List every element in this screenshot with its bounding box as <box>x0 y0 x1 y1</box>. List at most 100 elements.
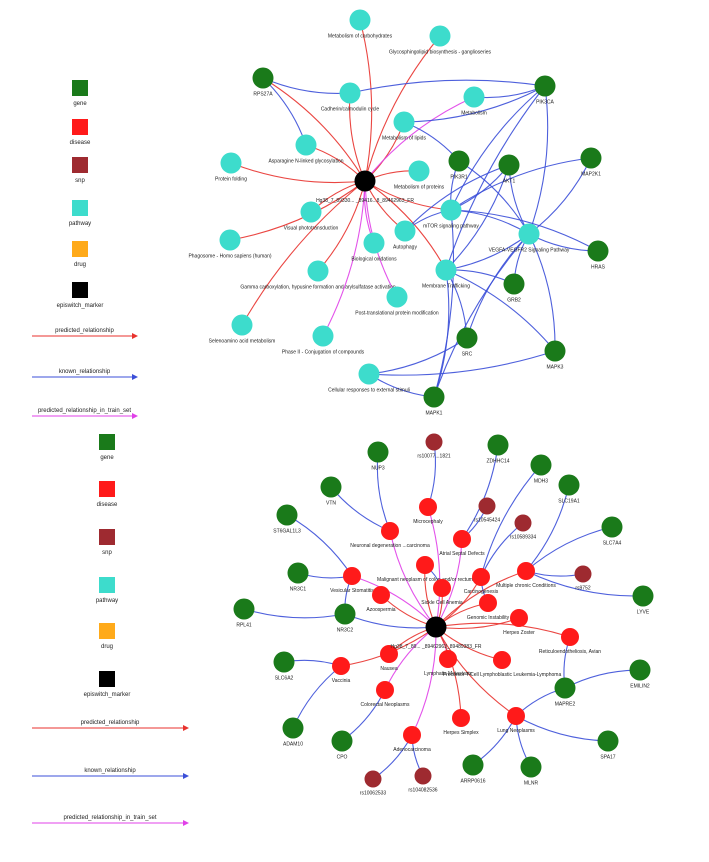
edge-known-vtn-neuro <box>330 486 391 532</box>
node-gene-zdhhc14[interactable] <box>487 434 509 456</box>
node-pathway-mtor[interactable] <box>440 199 462 221</box>
node-gene-slc6a2[interactable] <box>273 651 295 673</box>
node-gene-mdh3[interactable] <box>530 454 552 476</box>
edge-predicted-lung-center <box>435 626 517 717</box>
node-gene-cpo[interactable] <box>331 730 353 752</box>
node-label-phase2: Phase II - Conjugation of compounds <box>282 350 365 356</box>
node-snp-rs3[interactable] <box>514 514 532 532</box>
node-disease-sickle[interactable] <box>433 579 451 597</box>
node-gene-lyve[interactable] <box>632 585 654 607</box>
node-label-bio-oxid: Biological oxidations <box>351 257 397 263</box>
node-pathway-membrane[interactable] <box>435 259 457 281</box>
node-gene-grb2[interactable] <box>503 273 525 295</box>
node-gene-pik3r1[interactable] <box>448 150 470 172</box>
node-gene-slc19a1[interactable] <box>558 474 580 496</box>
edge-known-mapk3-membrane <box>445 269 556 352</box>
node-snp-rs2[interactable] <box>478 497 496 515</box>
node-label-asd: Atrial Septal Defects <box>439 551 485 557</box>
edge-train-vesicular-center <box>351 575 437 628</box>
node-label-malignant: Malignant neoplasm of colon and/or rectu… <box>377 577 473 583</box>
node-gene-slc7a4[interactable] <box>601 516 623 538</box>
node-gene-arr3[interactable] <box>462 754 484 776</box>
node-gene-emilin2[interactable] <box>629 659 651 681</box>
edge-predicted-phagosome-center <box>229 180 366 241</box>
node-pathway-metab-carb[interactable] <box>349 9 371 31</box>
node-disease-neuro[interactable] <box>381 522 399 540</box>
node-gene-rpl41[interactable] <box>233 598 255 620</box>
edge-train-microcephaly-center <box>427 506 441 628</box>
node-gene-map2k1[interactable] <box>580 147 602 169</box>
node-gene-vtn[interactable] <box>320 476 342 498</box>
node-snp-rs5[interactable] <box>364 770 382 788</box>
node-disease-vaccinia[interactable] <box>332 657 350 675</box>
legend-edge-label-known-relationship: known_relationship <box>84 768 136 774</box>
node-episwitch-marker-center[interactable] <box>354 170 376 192</box>
node-disease-reticulo[interactable] <box>561 628 579 646</box>
node-disease-lymphatic[interactable] <box>439 650 457 668</box>
node-disease-herpes-simplex[interactable] <box>452 709 470 727</box>
node-gene-st6gal1[interactable] <box>276 504 298 526</box>
node-snp-rs4[interactable] <box>574 565 592 583</box>
legend-label-disease: disease <box>70 140 91 146</box>
node-gene-spa17[interactable] <box>597 730 619 752</box>
node-gene-adam10[interactable] <box>282 717 304 739</box>
node-pathway-visual[interactable] <box>300 201 322 223</box>
node-episwitch-marker-center[interactable] <box>425 616 447 638</box>
node-pathway-metab-proteins[interactable] <box>408 160 430 182</box>
node-disease-carcinogen[interactable] <box>472 568 490 586</box>
node-snp-rs1[interactable] <box>425 433 443 451</box>
node-disease-herpes-zoster[interactable] <box>510 609 528 627</box>
node-pathway-phagosome[interactable] <box>219 229 241 251</box>
node-disease-genomic[interactable] <box>479 594 497 612</box>
node-label-colorectal: Colorectal Neoplasms <box>361 702 410 708</box>
node-pathway-vegfa[interactable] <box>518 223 540 245</box>
network-bottom-edges <box>243 441 644 780</box>
node-pathway-post-trans[interactable] <box>386 286 408 308</box>
node-gene-hras[interactable] <box>587 240 609 262</box>
edge-known-pik3ca-vegfa <box>528 85 549 235</box>
node-gene-mapk3[interactable] <box>544 340 566 362</box>
node-disease-malignant[interactable] <box>416 556 434 574</box>
edge-known-map2k1-vegfa <box>528 157 592 235</box>
node-pathway-metabolism[interactable] <box>463 86 485 108</box>
node-gene-nr3c2[interactable] <box>334 603 356 625</box>
edge-train-phase2-center <box>322 180 366 337</box>
node-gene-mapk1[interactable] <box>423 386 445 408</box>
center-node-label: Hg38_7_89330... _89416...8_89462963_FR <box>316 198 414 204</box>
node-disease-lung[interactable] <box>507 707 525 725</box>
node-disease-colorectal[interactable] <box>376 681 394 699</box>
node-label-st6gal1: ST6GAL1L3 <box>273 529 301 535</box>
node-pathway-protein-folding[interactable] <box>220 152 242 174</box>
node-gene-akt1[interactable] <box>498 154 520 176</box>
node-disease-vesicular[interactable] <box>343 567 361 585</box>
node-gene-src[interactable] <box>456 327 478 349</box>
node-snp-rs6[interactable] <box>414 767 432 785</box>
node-gene-nr3c1[interactable] <box>287 562 309 584</box>
node-disease-adenoma[interactable] <box>403 726 421 744</box>
node-gene-mlnr[interactable] <box>520 756 542 778</box>
node-gene-pik3ca[interactable] <box>534 75 556 97</box>
legend-edge-label-predicted-relationship-in-train-set: predicted_relationship_in_train_set <box>63 815 156 821</box>
node-pathway-cadherin[interactable] <box>339 82 361 104</box>
node-pathway-phase2[interactable] <box>312 325 334 347</box>
node-disease-multiple[interactable] <box>517 562 535 580</box>
legend-swatch-episwitch-marker <box>99 671 115 687</box>
node-disease-asd[interactable] <box>453 530 471 548</box>
node-pathway-gamma[interactable] <box>307 260 329 282</box>
node-pathway-selenoamino[interactable] <box>231 314 253 336</box>
legend-bottom: genediseasesnppathwaydrugepiswitch_marke… <box>32 434 189 826</box>
node-disease-microcephaly[interactable] <box>419 498 437 516</box>
node-pathway-autophagy[interactable] <box>394 220 416 242</box>
node-disease-precursor[interactable] <box>493 651 511 669</box>
node-pathway-metab-lipids[interactable] <box>393 111 415 133</box>
node-disease-azoospermia[interactable] <box>372 586 390 604</box>
node-pathway-asparagine[interactable] <box>295 134 317 156</box>
node-label-herpes-zoster: Herpes Zoster <box>503 630 535 636</box>
node-gene-rps27a[interactable] <box>252 67 274 89</box>
node-pathway-cellular[interactable] <box>358 363 380 385</box>
node-gene-nup3[interactable] <box>367 441 389 463</box>
node-pathway-bio-oxid[interactable] <box>363 232 385 254</box>
node-gene-map2k2[interactable] <box>554 677 576 699</box>
node-pathway-glyco[interactable] <box>429 25 451 47</box>
node-disease-nausea[interactable] <box>380 645 398 663</box>
